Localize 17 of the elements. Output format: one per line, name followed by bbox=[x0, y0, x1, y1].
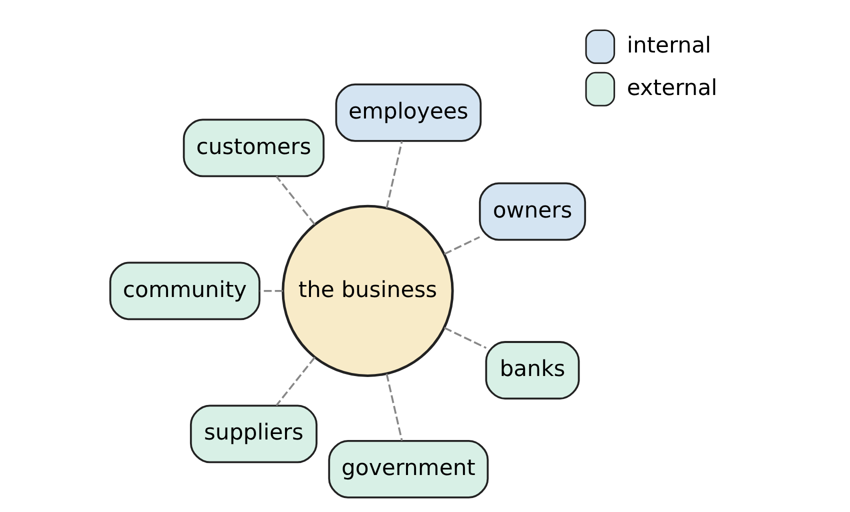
node-circle: the business bbox=[281, 204, 454, 377]
node-box: community bbox=[108, 262, 260, 320]
connector bbox=[385, 374, 402, 441]
node-box: customers bbox=[182, 118, 324, 178]
connector bbox=[385, 141, 402, 208]
legend-label: internal bbox=[626, 34, 711, 59]
node-box: banks bbox=[484, 341, 580, 400]
connector bbox=[275, 356, 315, 406]
node-box: government bbox=[328, 440, 488, 498]
node-box: owners bbox=[478, 182, 586, 241]
connector bbox=[275, 176, 315, 226]
node-box: employees bbox=[334, 83, 482, 142]
legend-label: external bbox=[626, 76, 717, 101]
connector bbox=[443, 326, 486, 349]
connector bbox=[443, 236, 480, 255]
connector bbox=[259, 290, 282, 292]
node-box: suppliers bbox=[189, 404, 317, 464]
